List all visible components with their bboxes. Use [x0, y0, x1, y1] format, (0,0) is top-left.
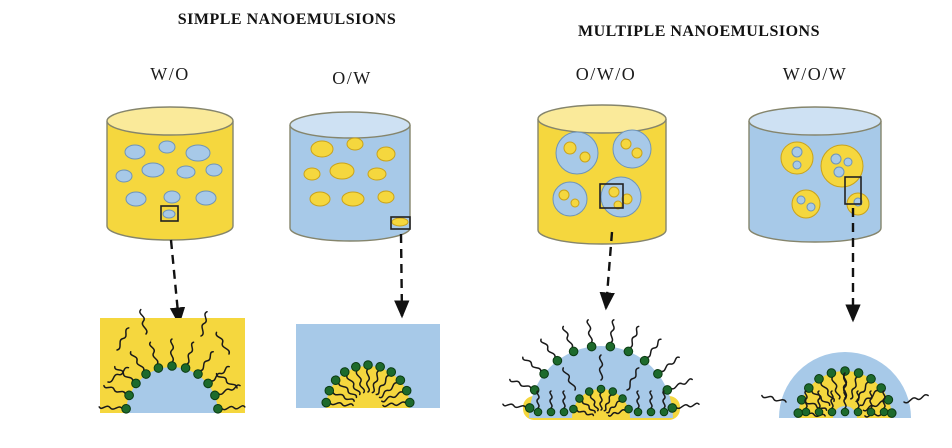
oil-droplet: [329, 162, 355, 180]
zoom-arrow-owo-icon: [599, 231, 615, 311]
zoom-arrow-wo-icon: [169, 239, 186, 326]
surfactant-icon: [536, 335, 565, 368]
oil-droplet: [309, 191, 331, 207]
water-droplet: [806, 202, 816, 212]
oil-droplet: [791, 189, 821, 219]
zoom-box-ow-icon: [390, 216, 411, 230]
water-droplet: [600, 176, 642, 218]
water-droplet: [552, 181, 588, 217]
water-droplet: [796, 195, 806, 205]
surfactant-icon: [637, 335, 666, 368]
oil-droplet: [780, 141, 814, 175]
section-title-simple: SIMPLE NANOEMULSIONS: [178, 11, 396, 28]
oil-droplet: [620, 138, 632, 150]
panel-label-wo: W/O: [150, 64, 190, 84]
water-droplet: [185, 144, 211, 162]
surfactant-icon: [519, 353, 551, 381]
compound-droplets: [552, 129, 652, 218]
oil-droplets: [303, 137, 409, 227]
oil-droplet: [341, 191, 365, 207]
surfactant-icon: [558, 324, 580, 358]
surfactant-icon: [507, 374, 542, 397]
panel-label-wow: W/O/W: [783, 64, 847, 84]
oil-droplet: [303, 167, 321, 181]
oil-droplet: [608, 186, 620, 198]
oil-droplet: [558, 189, 570, 201]
water-droplet: [141, 162, 165, 178]
section-title-multiple: MULTIPLE NANOEMULSIONS: [578, 23, 820, 40]
water-droplet: [205, 163, 223, 177]
surfactant-icon: [660, 374, 695, 397]
oil-droplet: [613, 200, 623, 210]
magnified-view-ow: [296, 324, 440, 411]
oil-droplet: [391, 217, 409, 227]
oil-droplet: [376, 146, 396, 162]
surfactant-icon: [604, 318, 619, 353]
zoom-box-wo-icon: [160, 205, 179, 222]
panel-wow: W/O/W: [748, 64, 930, 421]
panel-label-ow: O/W: [332, 68, 372, 88]
zoom-arrow-ow-icon: [394, 233, 410, 319]
water-droplet: [124, 144, 146, 160]
water-droplet: [555, 131, 599, 175]
water-droplet: [115, 169, 133, 183]
water-droplet: [612, 129, 652, 169]
water-droplet: [830, 153, 842, 165]
oil-droplet: [377, 190, 395, 204]
water-droplet: [843, 157, 853, 167]
water-droplets: [115, 140, 223, 219]
magnified-view-wow: [760, 352, 930, 421]
water-droplet: [158, 140, 176, 154]
beaker-owo-icon: [537, 104, 667, 245]
panel-label-owo: O/W/O: [576, 64, 637, 84]
zoom-box-wow-icon: [844, 176, 862, 205]
oil-droplet: [631, 147, 643, 159]
magnified-view-wo: [98, 308, 246, 415]
oil-droplet: [563, 141, 577, 155]
water-droplet: [162, 209, 176, 219]
oil-droplet: [310, 140, 334, 158]
oil-droplet: [579, 151, 591, 163]
water-droplet: [195, 190, 217, 206]
zoom-box-owo-icon: [599, 183, 624, 209]
panel-wo: W/O: [98, 64, 246, 415]
magnified-view-owo: [501, 318, 701, 420]
oil-droplet: [621, 193, 633, 205]
oil-droplet: [367, 167, 387, 181]
panel-ow: O/W: [289, 68, 440, 411]
oil-droplet: [346, 137, 364, 151]
water-droplet: [792, 160, 802, 170]
water-droplet: [176, 165, 196, 179]
oil-droplet: [820, 144, 864, 188]
panel-owo: O/W/O: [501, 64, 701, 420]
water-droplet: [833, 166, 845, 178]
water-droplet: [163, 190, 181, 204]
surfactant-icon: [622, 324, 644, 358]
surfactant-icon: [583, 318, 598, 353]
water-droplet: [125, 191, 147, 207]
water-droplet: [791, 146, 803, 158]
surfactant-icon: [651, 353, 683, 381]
oil-droplet: [570, 198, 580, 208]
